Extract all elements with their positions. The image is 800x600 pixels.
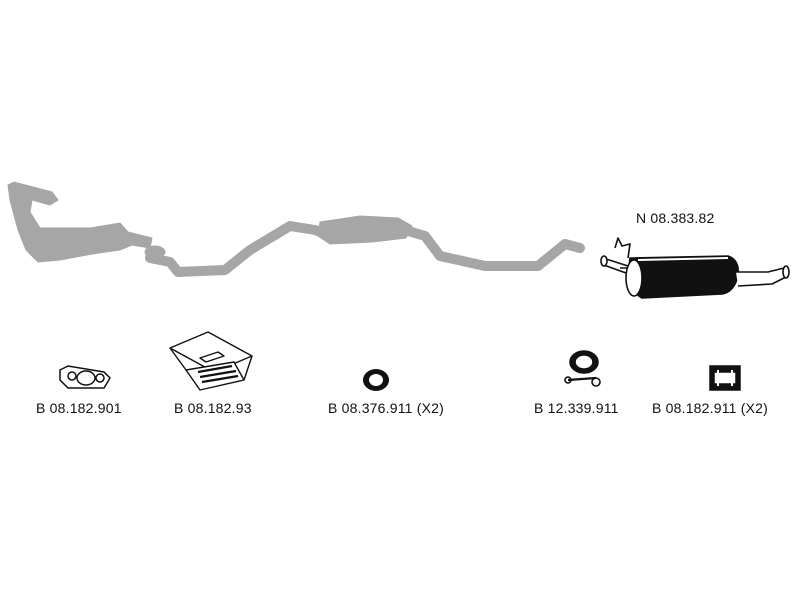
greyed-exhaust-system [7,181,585,277]
front-downpipe [7,181,153,263]
rear-silencer-icon [600,237,790,299]
accessory-label-flange-gasket: B 08.182.901 [36,400,122,416]
mounting-rubber-icon [709,365,741,391]
pipe-clamp-icon [564,350,601,387]
rear-connection-pipe [400,225,585,271]
rubber-ring-icon [363,369,389,391]
accessory-label-mounting-rubber: B 08.182.911 (X2) [652,400,768,416]
accessory-label-rubber-ring: B 08.376.911 (X2) [328,400,444,416]
flange-gasket-icon [59,365,111,389]
fitting-kit-box-icon [169,331,253,391]
accessory-label-pipe-clamp: B 12.339.911 [534,400,619,416]
rear-silencer-code: N 08.383.82 [636,210,715,226]
center-silencer [317,215,413,245]
accessory-label-fitting-kit: B 08.182.93 [174,400,252,416]
center-pipe [145,221,337,277]
